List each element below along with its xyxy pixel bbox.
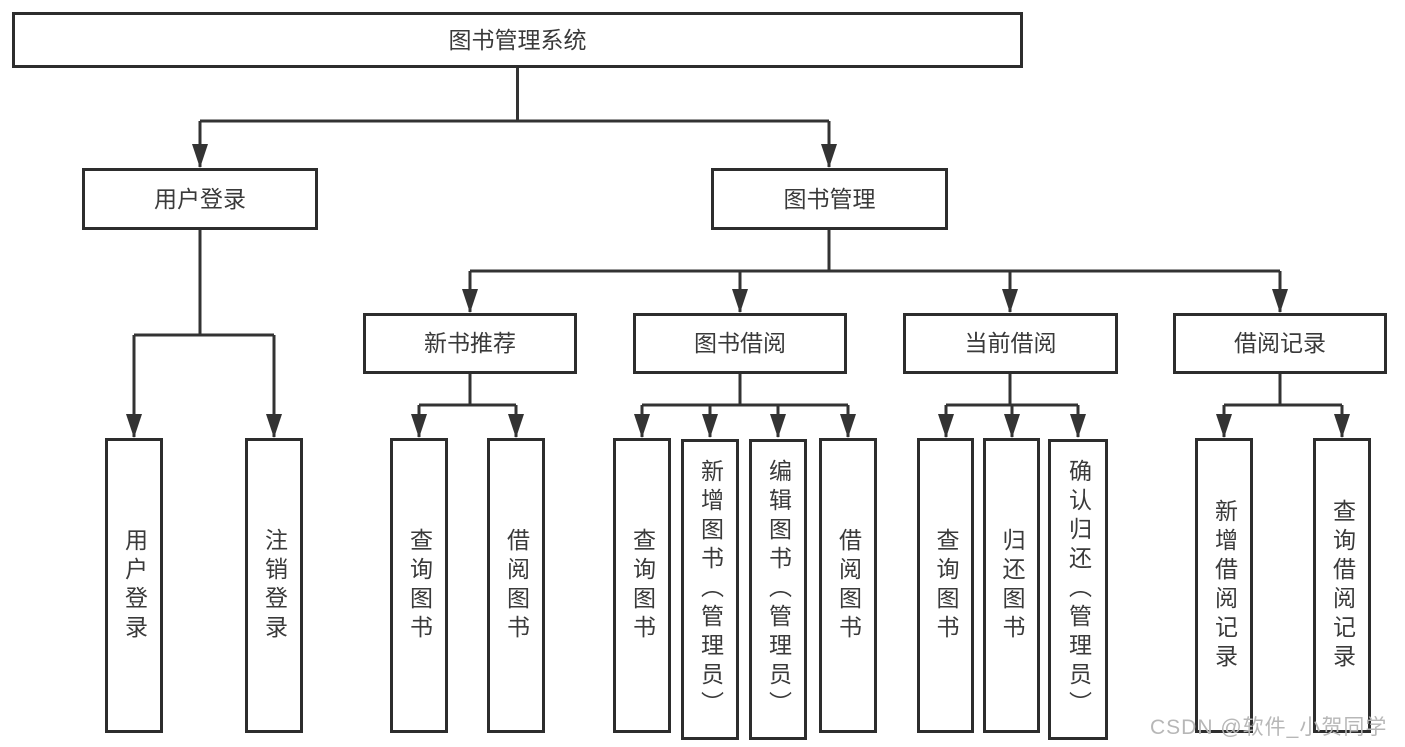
node-borrow-records: 借阅记录 — [1173, 313, 1387, 374]
node-library-management-system: 图书管理系统 — [12, 12, 1023, 68]
leaf-borrow-books: 借阅图书 — [819, 438, 877, 733]
leaf-label: 查询借阅记录 — [1329, 498, 1356, 673]
leaf-label: 新增借阅记录 — [1211, 498, 1238, 673]
leaf-user-login: 用户登录 — [105, 438, 163, 733]
leaf-label: 注销登录 — [261, 527, 288, 644]
leaf-query-books-borrow: 查询图书 — [613, 438, 671, 733]
leaf-label: 归还图书 — [999, 527, 1025, 644]
leaf-confirm-return-admin: 确认归还（管理员） — [1048, 439, 1108, 740]
leaf-edit-books-admin: 编辑图书（管理员） — [749, 439, 807, 740]
leaf-return-books: 归还图书 — [983, 438, 1040, 733]
leaf-label: 确认归还（管理员） — [1065, 459, 1092, 720]
leaf-query-books-recommend: 查询图书 — [390, 438, 448, 733]
node-user-login: 用户登录 — [82, 168, 318, 230]
leaf-label: 借阅图书 — [835, 527, 862, 644]
leaf-logout: 注销登录 — [245, 438, 303, 733]
leaf-label: 查询图书 — [933, 527, 959, 644]
leaf-label: 编辑图书（管理员） — [765, 459, 792, 720]
leaf-label: 查询图书 — [406, 527, 433, 644]
node-new-book-recommend: 新书推荐 — [363, 313, 577, 374]
node-book-borrow: 图书借阅 — [633, 313, 847, 374]
leaf-add-borrow-record: 新增借阅记录 — [1195, 438, 1253, 733]
leaf-label: 借阅图书 — [503, 527, 530, 644]
leaf-label: 查询图书 — [629, 527, 656, 644]
leaf-query-books-current: 查询图书 — [917, 438, 974, 733]
node-current-borrow: 当前借阅 — [903, 313, 1118, 374]
leaf-add-books-admin: 新增图书（管理员） — [681, 439, 739, 740]
leaf-label: 用户登录 — [121, 527, 148, 644]
leaf-borrow-books-recommend: 借阅图书 — [487, 438, 545, 733]
leaf-query-borrow-record: 查询借阅记录 — [1313, 438, 1371, 733]
leaf-label: 新增图书（管理员） — [697, 459, 724, 720]
csdn-watermark: CSDN @软件_小贺同学 — [1150, 716, 1388, 739]
node-book-management: 图书管理 — [711, 168, 948, 230]
